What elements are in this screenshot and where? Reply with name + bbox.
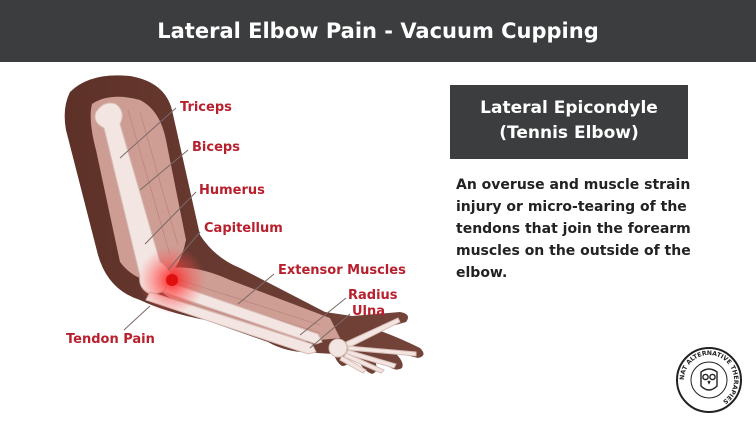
label-triceps: Triceps xyxy=(180,100,232,115)
label-leader-lines xyxy=(119,107,351,349)
label-humerus: Humerus xyxy=(199,183,265,198)
condition-title: Lateral Epicondyle xyxy=(480,98,658,118)
owl-icon xyxy=(700,368,718,391)
label-tendon-pain: Tendon Pain xyxy=(66,332,155,347)
condition-title-box: Lateral Epicondyle (Tennis Elbow) xyxy=(450,85,688,159)
condition-subtitle: (Tennis Elbow) xyxy=(499,123,639,143)
page-title-bar: Lateral Elbow Pain - Vacuum Cupping xyxy=(0,0,756,62)
label-biceps: Biceps xyxy=(192,140,240,155)
pain-point xyxy=(166,274,178,286)
label-radius: Radius xyxy=(348,288,398,303)
label-ulna: Ulna xyxy=(352,304,386,319)
hand-bones xyxy=(328,317,417,374)
arm-anatomy-illustration xyxy=(64,75,424,374)
brand-logo: NAT ALTERNATIVE THERAPIES xyxy=(676,347,742,413)
condition-description: An overuse and muscle strain injury or m… xyxy=(456,177,691,281)
page-title: Lateral Elbow Pain - Vacuum Cupping xyxy=(157,19,599,43)
label-extensor-muscles: Extensor Muscles xyxy=(278,263,406,278)
label-capitellum: Capitellum xyxy=(204,221,283,236)
